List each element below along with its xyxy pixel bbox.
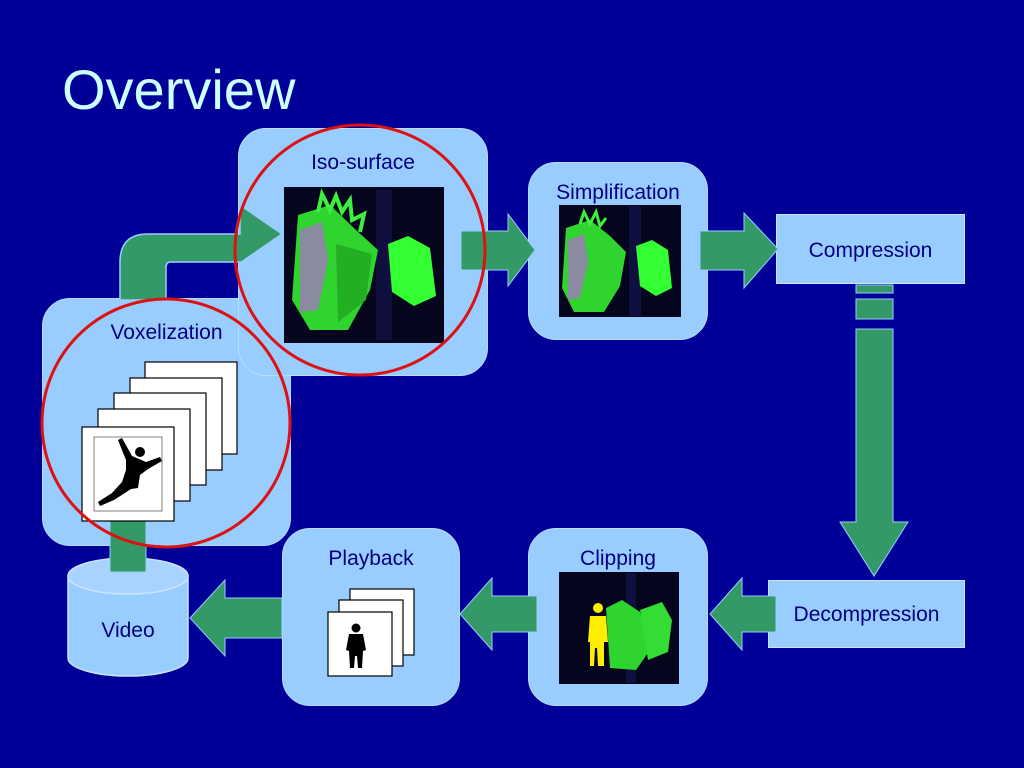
arrow-clipping-to-playback xyxy=(459,576,538,652)
slide-title: Overview xyxy=(62,58,296,121)
simplification-label: Simplification xyxy=(556,181,680,204)
decompression-label: Decompression xyxy=(793,603,940,626)
iso-surface-label: Iso-surface xyxy=(311,151,415,174)
arrow-playback-to-video xyxy=(189,578,283,658)
video-cylinder xyxy=(67,557,189,677)
playback-label: Playback xyxy=(328,547,414,570)
arrow-decompression-to-clipping xyxy=(709,576,777,652)
clipping-label: Clipping xyxy=(580,547,656,570)
compression-box xyxy=(776,214,965,284)
arrow-simplification-to-compression xyxy=(699,211,779,290)
compression-label: Compression xyxy=(808,239,933,262)
arrow-compression-to-decompression xyxy=(839,284,909,577)
video-label: Video xyxy=(101,619,155,642)
voxelization-label: Voxelization xyxy=(110,321,223,344)
